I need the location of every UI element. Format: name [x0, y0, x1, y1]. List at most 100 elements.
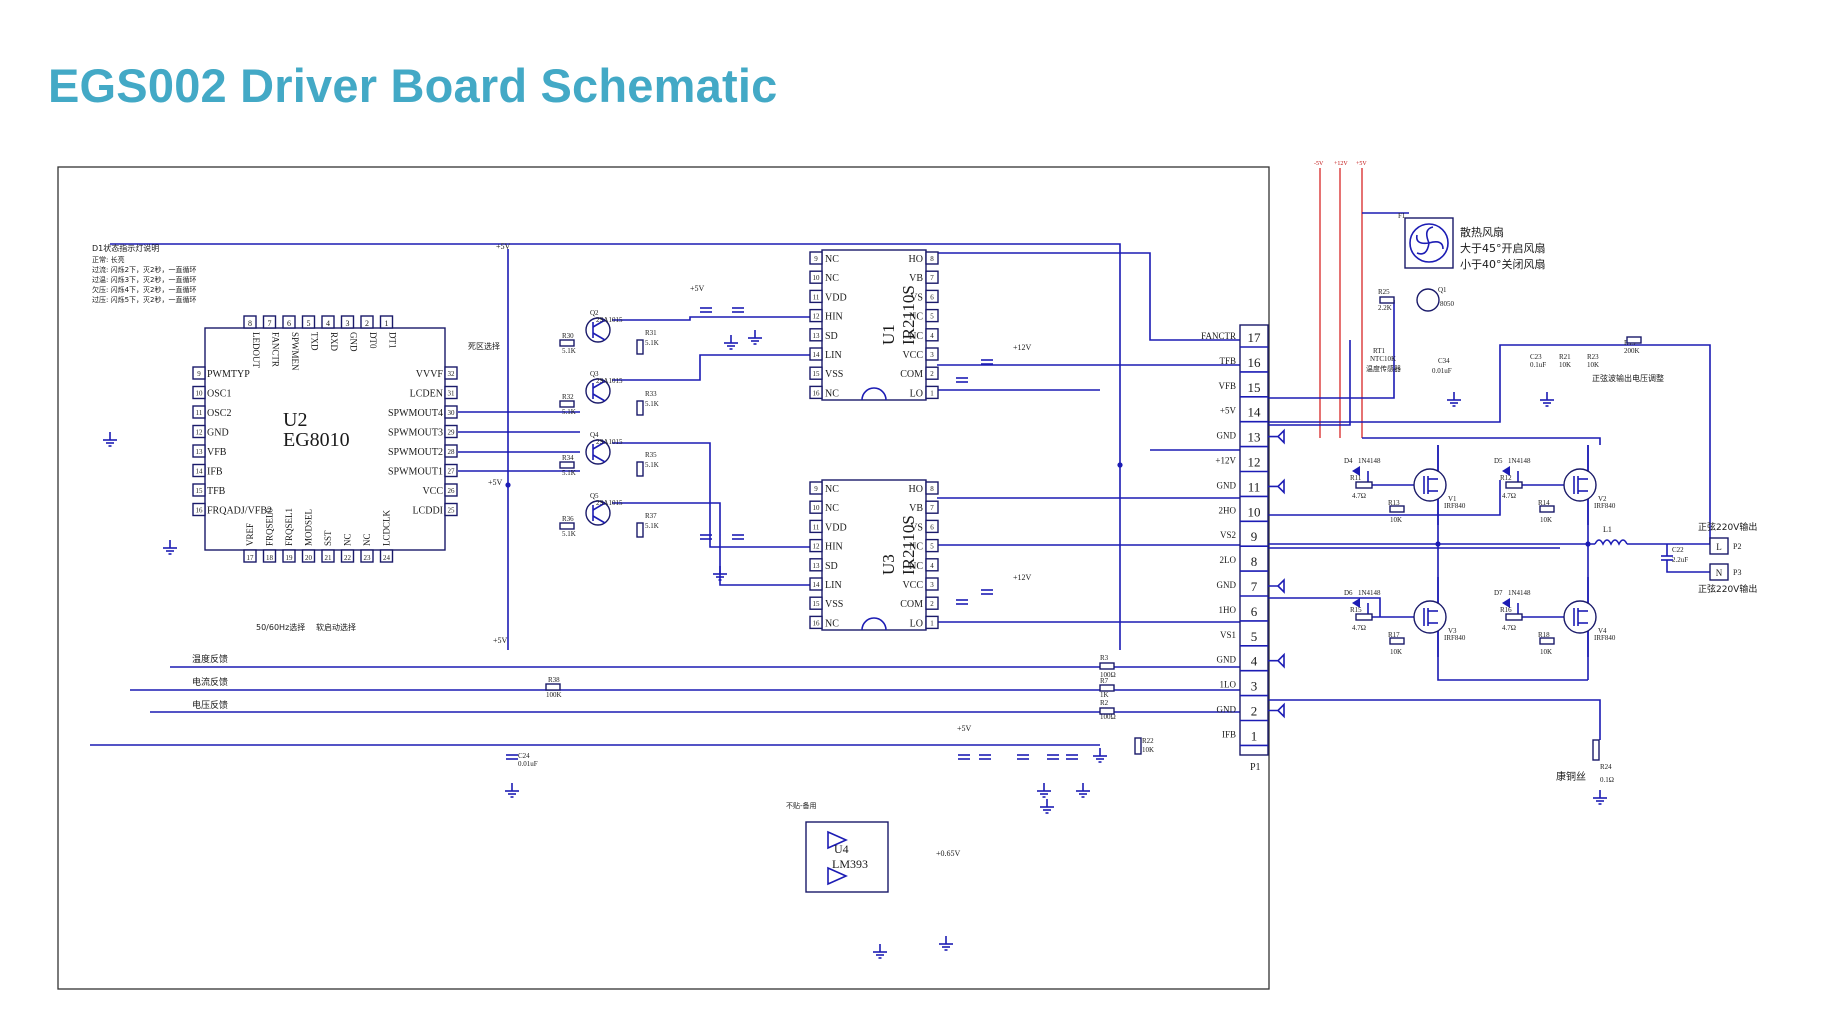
connector-pin-number: 14 [1248, 405, 1262, 420]
fan-ref: F1 [1398, 212, 1406, 220]
diode-ref: D7 [1494, 589, 1503, 597]
mosfet-part: IRF840 [1444, 634, 1466, 642]
pin-name: FRQSEL0 [265, 507, 275, 546]
cap-ref: C24 [518, 752, 530, 760]
pin-number: 23 [364, 554, 372, 562]
connector-pin-name: VS1 [1220, 630, 1236, 640]
pin-box [282, 549, 296, 563]
connector-pin-name: +5V [1220, 406, 1237, 416]
pin-box [444, 385, 458, 400]
fan-note: 小于40°关闭风扇 [1460, 257, 1546, 271]
resistor-ref: R31 [645, 329, 657, 337]
resistor-value: 10K [1142, 746, 1154, 754]
pin-box [243, 549, 257, 563]
fan-symbol [1404, 217, 1454, 269]
resistor-ref: R30 [562, 332, 574, 340]
pin-box [444, 463, 458, 478]
transistor-ref: Q1 [1438, 286, 1447, 294]
not-fitted-label: 不贴-备用 [786, 801, 817, 810]
connector-pin-number: 5 [1251, 629, 1258, 644]
pin-name: NC [343, 533, 353, 546]
rail-label: +0.65V [936, 849, 961, 858]
ic-notch [861, 617, 887, 631]
pin-name: MODSEL [304, 509, 314, 546]
pin-number: 27 [448, 468, 456, 476]
capacitor [700, 307, 712, 313]
rail-label: +5V [488, 478, 503, 487]
terminal-l-label: L [1716, 542, 1722, 552]
shunt-ref: R24 [1600, 763, 1612, 771]
resistor-r38 [545, 683, 561, 691]
ground-symbol [724, 335, 738, 350]
pin-number: 3 [346, 319, 350, 328]
pin-box [809, 596, 823, 610]
pin-number: 28 [448, 448, 456, 456]
pin-box [321, 315, 335, 329]
pin-name: VCC [902, 350, 923, 361]
pin-name: NC [362, 533, 372, 546]
pin-number: 3 [930, 581, 934, 589]
resistor-value: 200K [1624, 347, 1640, 355]
mosfet-part: IRF840 [1594, 634, 1616, 642]
capacitor [981, 359, 993, 365]
rail-label: +5V [493, 636, 508, 645]
pin-box [282, 315, 296, 329]
resistor-ref: R32 [562, 393, 574, 401]
pin-number: 15 [813, 600, 821, 608]
pin-box [243, 315, 257, 329]
resistor-ref: R38 [548, 676, 560, 684]
connector-pin-name: GND [1217, 480, 1237, 490]
pin-box [444, 366, 458, 380]
led-note-line: 正常: 长亮 [92, 255, 125, 264]
pin-box [925, 538, 939, 553]
capacitor [979, 754, 991, 760]
gate-resistor [1355, 481, 1373, 489]
pin-name: SST [323, 530, 333, 546]
ground-symbol [1076, 783, 1090, 798]
pin-number: 30 [448, 409, 456, 417]
connector-pin-number: 15 [1248, 380, 1261, 395]
pin-number: 5 [930, 313, 934, 321]
gnd-arrow [1268, 652, 1285, 669]
diode-ref: D4 [1344, 457, 1353, 465]
inductor-l1 [1594, 539, 1628, 546]
fan-note: 大于45°开启风扇 [1460, 241, 1546, 255]
resistor-ref: R13 [1388, 499, 1400, 507]
pin-name: NC [909, 561, 923, 572]
pin-box [809, 308, 823, 323]
pin-number: 4 [326, 319, 330, 328]
ic-u2-part: EG8010 [283, 429, 350, 451]
connector-pin-name: +12V [1215, 456, 1236, 466]
resistor-value: 2.2K [1378, 304, 1392, 312]
connector-pin-name: GND [1217, 580, 1237, 590]
pin-name: SPWMOUT1 [388, 467, 443, 478]
pin-box [809, 538, 823, 553]
pin-number: 16 [196, 507, 204, 515]
pin-box [360, 549, 374, 563]
pin-number: 6 [930, 523, 934, 531]
pin-number: 13 [813, 332, 821, 340]
capacitor [732, 307, 744, 313]
bridge-wire [1268, 480, 1501, 516]
pin-number: 11 [196, 409, 203, 417]
pin-box [262, 549, 277, 563]
pin-name: OSC2 [207, 408, 231, 419]
pin-box [192, 444, 206, 458]
cap-value: 0.1uF [1530, 361, 1546, 369]
pin-box [192, 463, 206, 478]
pin-name: DT1 [388, 332, 398, 349]
pin-number: 29 [448, 429, 456, 437]
diode-symbol [1352, 466, 1360, 476]
resistor-value: 4.7Ω [1502, 492, 1516, 500]
pin-name: NC [825, 254, 839, 265]
diode-symbol [1502, 466, 1510, 476]
feedback-label: 电流反馈 [192, 676, 228, 688]
resistor-ref: R3 [1100, 654, 1109, 662]
pulldown-resistor [1389, 505, 1405, 513]
transistor-ref: Q3 [590, 370, 599, 378]
pnp-transistor [585, 439, 611, 465]
resistor-r22 [1134, 737, 1142, 755]
pin-number: 8 [930, 255, 934, 263]
pin-name: LCDDI [412, 506, 443, 517]
diode-ref: D6 [1344, 589, 1353, 597]
